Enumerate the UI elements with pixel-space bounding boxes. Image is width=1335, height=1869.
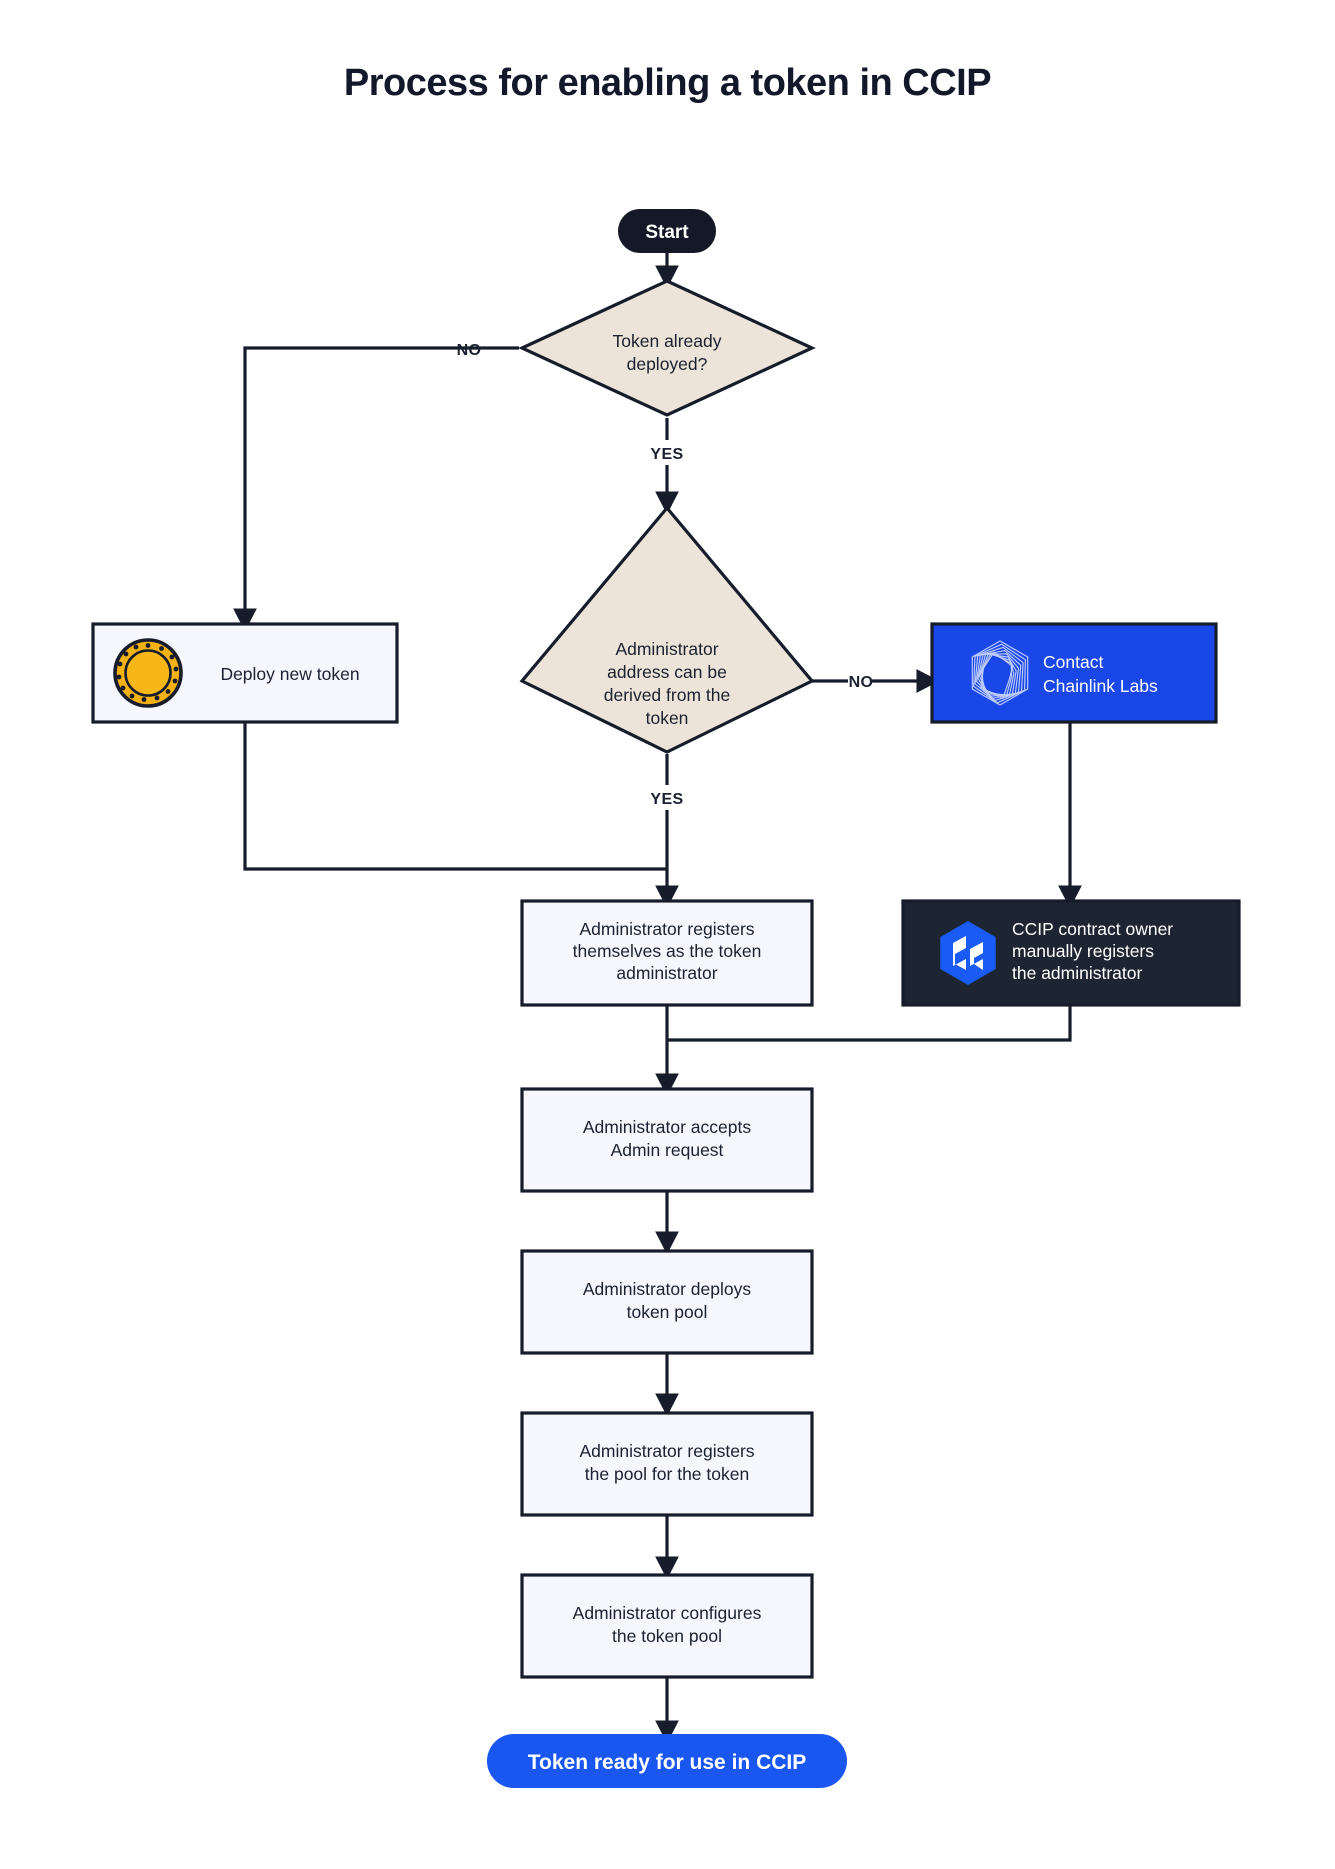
decision-deployed-line1: Token already bbox=[613, 331, 722, 351]
gold-coin-icon bbox=[113, 638, 183, 708]
decision-deployed-line2: deployed? bbox=[627, 354, 708, 374]
self-register-line2: themselves as the token bbox=[573, 941, 762, 961]
self-register-line3: administrator bbox=[616, 963, 717, 983]
node-administrator-self-register[interactable]: Administrator registers themselves as th… bbox=[520, 899, 814, 1007]
decision-admin-line4: token bbox=[646, 708, 689, 728]
edge-deploy-to-selfregister bbox=[243, 722, 667, 871]
decision-admin-line1: Administrator bbox=[615, 639, 718, 659]
edge-decision1-no-to-deploy bbox=[233, 346, 519, 632]
deploy-pool-line1: Administrator deploys bbox=[583, 1279, 752, 1299]
register-pool-box-shape bbox=[520, 1411, 814, 1517]
accept-request-box-shape bbox=[520, 1087, 814, 1193]
configure-pool-box-shape bbox=[520, 1573, 814, 1679]
decision-diamond-shape bbox=[518, 279, 816, 417]
register-pool-line1: Administrator registers bbox=[579, 1441, 754, 1461]
accept-request-line2: Admin request bbox=[611, 1140, 724, 1160]
deploy-pool-box-shape bbox=[520, 1249, 814, 1355]
owner-register-line2: manually registers bbox=[1012, 941, 1154, 961]
contact-labs-line1: Contact bbox=[1043, 652, 1103, 672]
edge-label-no-derived: NO bbox=[849, 674, 874, 691]
ccip-hex-icon bbox=[940, 921, 996, 985]
edge-label-no-deployed: NO bbox=[457, 342, 482, 359]
node-end-token-ready[interactable]: Token ready for use in CCIP bbox=[487, 1734, 847, 1788]
configure-pool-line2: the token pool bbox=[612, 1626, 722, 1646]
owner-register-line3: the administrator bbox=[1012, 963, 1143, 983]
node-contact-chainlink-labs[interactable]: Contact Chainlink Labs bbox=[930, 622, 1218, 724]
edge-label-yes-derived: YES bbox=[650, 791, 683, 808]
contact-labs-line2: Chainlink Labs bbox=[1043, 676, 1158, 696]
decision-admin-line3: derived from the bbox=[604, 685, 730, 705]
node-accept-admin-request[interactable]: Administrator accepts Admin request bbox=[520, 1087, 814, 1193]
node-ccip-owner-register[interactable]: CCIP contract owner manually registers t… bbox=[901, 899, 1241, 1007]
node-register-pool[interactable]: Administrator registers the pool for the… bbox=[520, 1411, 814, 1517]
owner-register-line1: CCIP contract owner bbox=[1012, 919, 1173, 939]
node-deploy-token-pool[interactable]: Administrator deploys token pool bbox=[520, 1249, 814, 1355]
accept-request-line1: Administrator accepts bbox=[583, 1117, 752, 1137]
end-label: Token ready for use in CCIP bbox=[528, 1751, 807, 1774]
start-label: Start bbox=[645, 222, 689, 243]
chainlink-hex-icon bbox=[971, 640, 1029, 706]
edge-ownerregister-to-accept bbox=[667, 1005, 1072, 1042]
end-pill-shape bbox=[487, 1734, 847, 1788]
node-deploy-new-token[interactable]: Deploy new token bbox=[91, 622, 399, 724]
decision-admin-line2: address can be bbox=[607, 662, 727, 682]
configure-pool-line1: Administrator configures bbox=[573, 1603, 762, 1623]
start-pill-shape bbox=[618, 209, 716, 253]
self-register-line1: Administrator registers bbox=[579, 919, 754, 939]
edge-label-yes-deployed: YES bbox=[650, 446, 683, 463]
deploy-token-label: Deploy new token bbox=[220, 664, 359, 684]
node-configure-pool[interactable]: Administrator configures the token pool bbox=[520, 1573, 814, 1679]
decision-admin-diamond-shape bbox=[519, 505, 815, 754]
node-start[interactable]: Start bbox=[618, 209, 716, 253]
node-decision-admin-derived[interactable]: Administrator address can be derived fro… bbox=[519, 505, 815, 754]
node-decision-token-deployed[interactable]: Token already deployed? bbox=[518, 279, 816, 417]
page-title: Process for enabling a token in CCIP bbox=[343, 62, 992, 104]
register-pool-line2: the pool for the token bbox=[585, 1464, 749, 1484]
self-register-box-shape bbox=[520, 899, 814, 1007]
deploy-pool-line2: token pool bbox=[627, 1302, 708, 1322]
